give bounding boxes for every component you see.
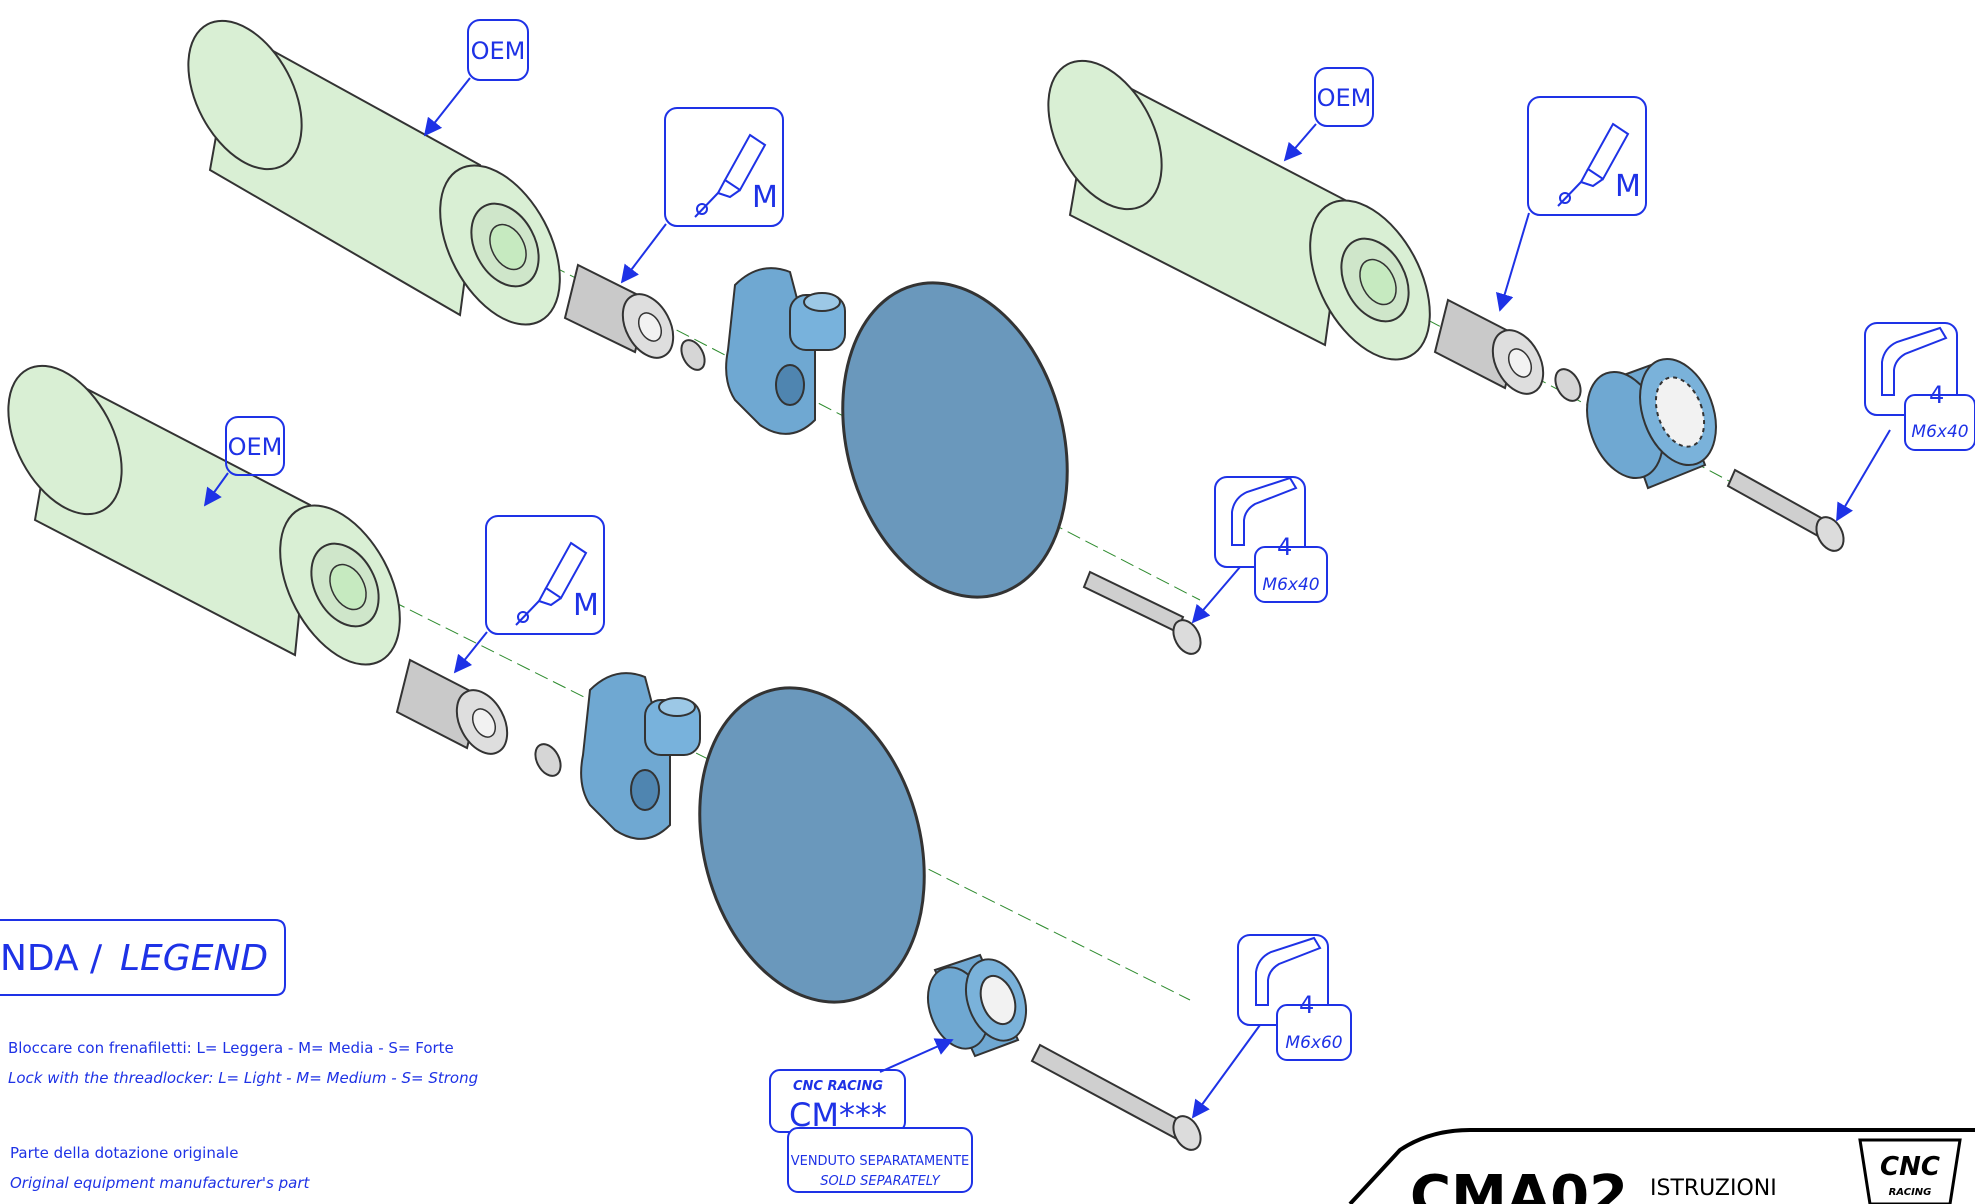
threadlock-callout-top-left	[664, 107, 784, 227]
legend-title-en: LEGEND	[120, 938, 268, 979]
threadlock-grade-label: M	[1615, 169, 1641, 204]
hex-key-icon	[1255, 936, 1322, 1006]
threadlocker-bottle-icon	[694, 133, 767, 218]
adapter-bush-bottom	[395, 658, 509, 755]
threadlock-callout-top-right	[1527, 96, 1647, 216]
screw-size-label: M6x60	[1285, 1033, 1342, 1053]
legend-separator: /	[90, 938, 103, 979]
assembly-bottom	[7, 364, 1202, 1151]
oem-callout-top-right	[1314, 67, 1374, 127]
oem-label: OEM	[471, 37, 526, 65]
washer-bottom	[534, 743, 562, 777]
svg-text:RACING: RACING	[1889, 1187, 1932, 1198]
bar-end-weight-top-right	[1586, 357, 1717, 490]
sold-separately-en: SOLD SEPARATELY	[820, 1174, 941, 1189]
oem-callout-top-left	[467, 19, 529, 81]
threadlock-callout-bottom	[485, 515, 605, 635]
instructions-label: ISTRUZIONI	[1650, 1176, 1777, 1201]
oem-grip-top-left	[187, 19, 561, 326]
assembly-top-left	[187, 19, 1202, 655]
legend-threadlock-en: Lock with the threadlocker: L= Light - M…	[8, 1069, 478, 1087]
product-code-title: CMA02	[1410, 1164, 1628, 1204]
legend-oem-it: Parte della dotazione originale	[10, 1144, 238, 1162]
hex-key-icon	[1231, 476, 1298, 546]
oem-callout-bottom	[225, 416, 285, 476]
assembly-top-right	[1047, 59, 1845, 552]
oem-label: OEM	[1317, 84, 1372, 112]
bar-end-spacer-bottom	[927, 953, 1027, 1058]
mirror-glass-bottom	[698, 686, 926, 1004]
adapter-bush-top-left	[563, 263, 675, 359]
oem-grip-top-right	[1047, 59, 1431, 361]
hex-key-size-label: 4	[1277, 533, 1292, 561]
legend-title-it: NDA	[0, 938, 79, 979]
oem-label: OEM	[228, 433, 283, 461]
screw-size-label: M6x40	[1911, 422, 1968, 442]
washer-top-right	[1554, 368, 1582, 402]
threadlocker-bottle-icon	[515, 541, 588, 626]
mirror-glass-top-left	[841, 281, 1069, 599]
title-block: CMA02 ISTRUZIONI CNC RACING	[1348, 1128, 1975, 1204]
cnc-racing-brand-mark: CNC RACING	[793, 1079, 883, 1094]
screw-m6x60-bottom	[1030, 1043, 1202, 1151]
mirror-clamp-top-left	[725, 267, 846, 435]
hex-key-size-label: 4	[1929, 381, 1944, 409]
svg-text:CNC: CNC	[1880, 1152, 1940, 1182]
screw-m6x40-top-right	[1726, 468, 1845, 552]
legend: NDA / LEGEND Bloccare con frenafiletti: …	[0, 919, 478, 1192]
threadlock-grade-label: M	[573, 588, 599, 623]
hex-key-icon	[1881, 326, 1948, 396]
hex-key-size-label: 4	[1299, 991, 1314, 1019]
mirror-clamp-bottom	[580, 672, 701, 840]
product-code-label: CM***	[789, 1096, 887, 1134]
adapter-bush-top-right	[1433, 298, 1545, 395]
screw-m6x40-top-left	[1082, 570, 1202, 655]
legend-oem-en: Original equipment manufacturer's part	[10, 1174, 310, 1192]
oem-grip-bottom	[7, 364, 401, 666]
threadlock-grade-label: M	[752, 180, 778, 215]
washer-top-left	[680, 339, 706, 371]
legend-threadlock-it: Bloccare con frenafiletti: L= Leggera - …	[8, 1039, 454, 1057]
sold-separately-it: VENDUTO SEPARATAMENTE	[791, 1154, 970, 1169]
threadlocker-bottle-icon	[1557, 122, 1630, 207]
cnc-racing-logo: CNC RACING	[1858, 1138, 1962, 1204]
screw-size-label: M6x40	[1262, 575, 1319, 595]
